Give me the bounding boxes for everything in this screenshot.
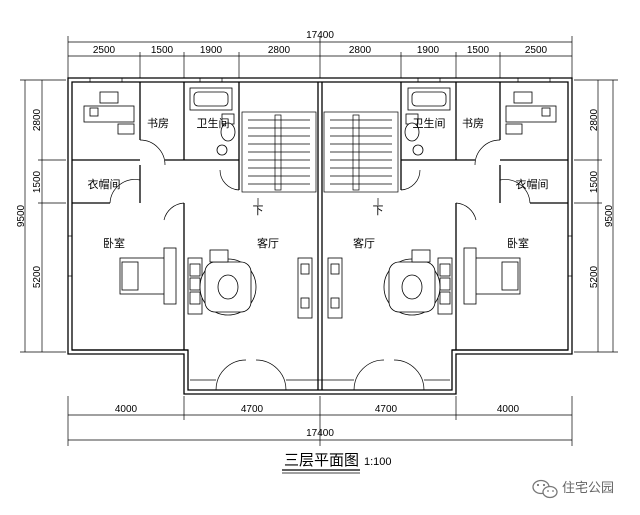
- room-label-bedroom-right: 卧室: [507, 236, 529, 250]
- right-dim-3: 5200: [589, 265, 600, 288]
- top-dim-7: 1500: [467, 45, 490, 56]
- drawing-scale: 1:100: [364, 456, 392, 468]
- right-dim-1: 2800: [589, 108, 600, 131]
- top-dim-8: 2500: [525, 45, 548, 56]
- desk-left: [83, 91, 135, 135]
- top-dim-1: 2500: [93, 45, 116, 56]
- bottom-dim-4: 4000: [497, 404, 520, 415]
- desk-right: [505, 91, 557, 135]
- top-dim-6: 1900: [417, 45, 440, 56]
- tv-cabinet-right: [327, 257, 343, 319]
- watermark: 住宅公园: [532, 479, 614, 499]
- top-total-dim: 17400: [306, 30, 334, 41]
- left-dim-3: 5200: [32, 265, 43, 288]
- right-dim-2: 1500: [589, 170, 600, 193]
- bed-right: [463, 247, 521, 305]
- tv-cabinet-left: [297, 257, 313, 319]
- drawing-title: 三层平面图: [284, 451, 359, 469]
- room-label-cloakroom-left: 衣帽间: [88, 177, 121, 191]
- right-total-dim: 9500: [604, 204, 615, 227]
- room-label-study-right: 书房: [462, 117, 484, 130]
- sofa-set-right: [383, 249, 453, 316]
- top-dim-4: 2800: [268, 45, 291, 56]
- room-label-bathroom-left: 卫生间: [197, 116, 230, 130]
- stair-down-label-left: 下: [253, 204, 264, 217]
- left-dimension-chain: 9500 2800 1500 5200: [16, 79, 66, 353]
- bathtub-right: [407, 87, 451, 111]
- room-label-living-left: 客厅: [257, 236, 279, 250]
- top-dim-5: 2800: [349, 45, 372, 56]
- right-dimension-chain: 2800 1500 5200 9500: [574, 79, 618, 353]
- stair-left: 下: [241, 111, 317, 217]
- top-dim-3: 1900: [200, 45, 223, 56]
- interior-walls: [72, 82, 568, 390]
- toilet-right: [404, 113, 424, 156]
- left-dim-1: 2800: [32, 108, 43, 131]
- bottom-dimension-chain: 4000 4700 4700 4000 17400: [67, 396, 573, 446]
- stair-down-label-right: 下: [373, 204, 384, 217]
- room-label-bedroom-left: 卧室: [103, 236, 125, 250]
- room-label-bathroom-right: 卫生间: [413, 116, 446, 130]
- room-label-cloakroom-right: 衣帽间: [516, 177, 549, 191]
- bottom-dim-3: 4700: [375, 404, 398, 415]
- sofa-set-left: [187, 249, 257, 316]
- room-label-study-left: 书房: [147, 117, 169, 130]
- room-label-living-right: 客厅: [353, 236, 375, 250]
- left-dim-2: 1500: [32, 170, 43, 193]
- bathtub-left: [189, 87, 233, 111]
- left-total-dim: 9500: [16, 204, 27, 227]
- wechat-bubble-icon: [532, 479, 558, 499]
- outer-walls: [67, 77, 573, 395]
- watermark-text: 住宅公园: [562, 481, 614, 496]
- top-dimension-chain: 17400 2500 1500 1900 2800 2800 1900 1500…: [67, 30, 573, 78]
- windows: [67, 77, 573, 277]
- bottom-dim-2: 4700: [241, 404, 264, 415]
- bottom-dim-1: 4000: [115, 404, 138, 415]
- bottom-total-dim: 17400: [306, 428, 334, 439]
- top-dim-2: 1500: [151, 45, 174, 56]
- stair-right: 下: [323, 111, 399, 217]
- door-swings: [109, 139, 531, 391]
- bed-left: [119, 247, 177, 305]
- toilet-left: [216, 113, 236, 156]
